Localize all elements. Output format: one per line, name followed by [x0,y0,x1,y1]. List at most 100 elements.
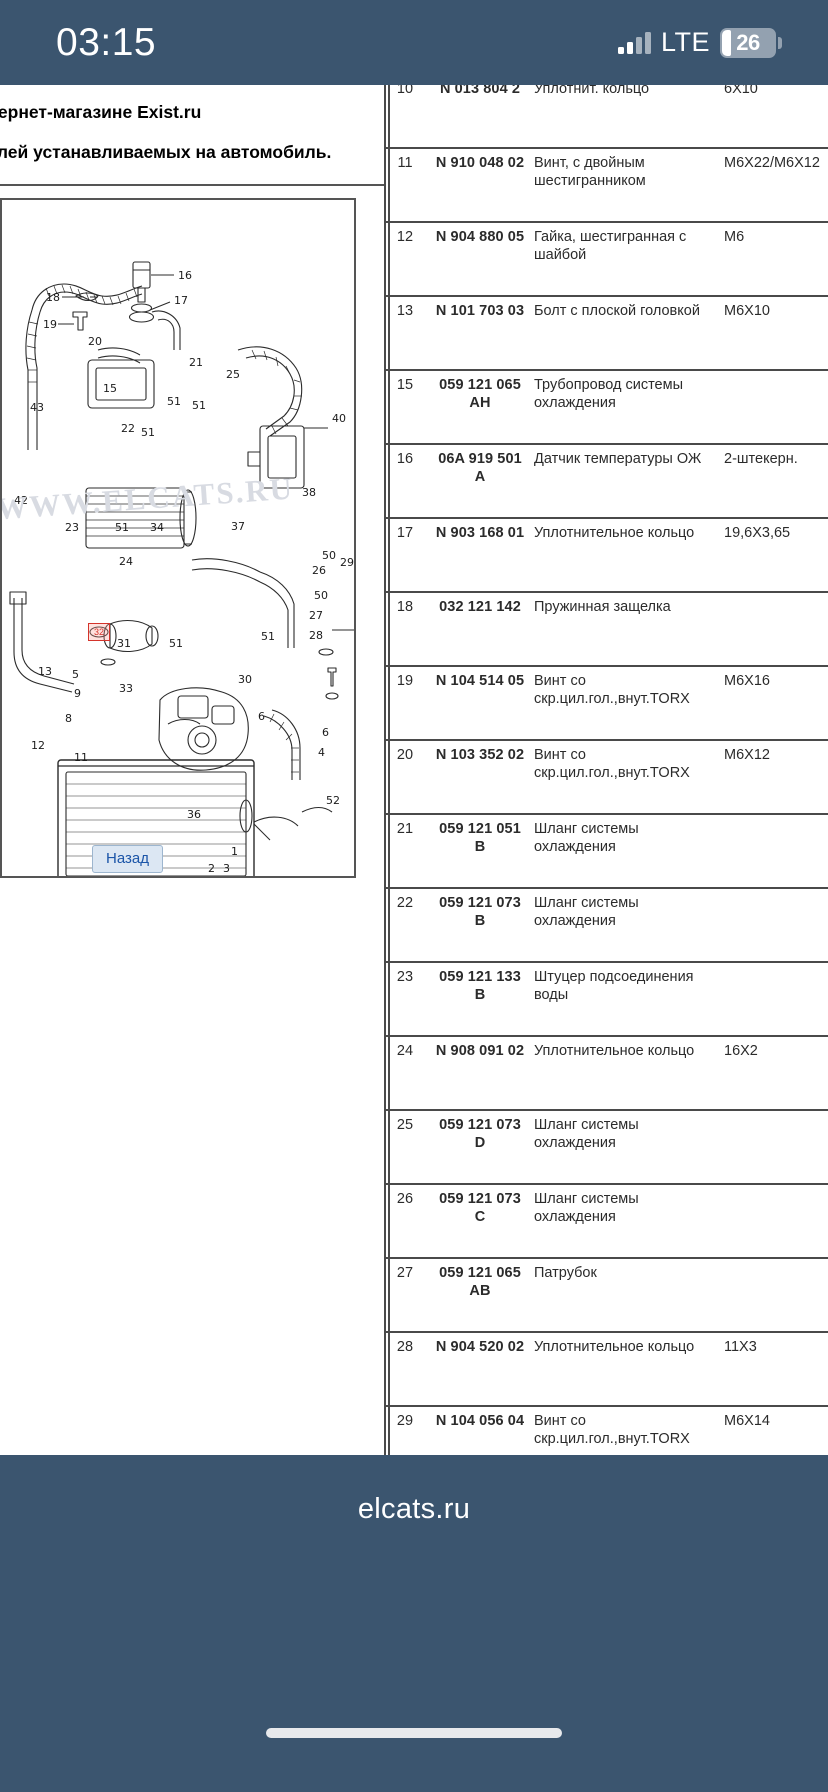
svg-text:37: 37 [231,520,245,533]
cell-description: Уплотнительное кольцо [534,517,724,592]
svg-text:50: 50 [322,549,336,562]
cell-description: Винт, с двойным шестигранником [534,147,724,222]
svg-text:13: 13 [38,665,52,678]
svg-text:23: 23 [65,521,79,534]
description-line: Шланг системы охлаждения [534,821,639,856]
cell-part-number-suffix: D [474,1135,486,1152]
cell-spec [724,1109,828,1184]
cell-position: 16 [384,443,426,518]
battery-icon: 26 [720,27,782,58]
svg-text:43: 43 [30,401,44,414]
status-clock: 03:15 [56,20,157,64]
cell-description: Шланг системы охлаждения [534,1109,724,1184]
description-line: Патрубок [534,1265,597,1281]
cell-position: 27 [384,1257,426,1332]
cell-position: 19 [384,665,426,740]
shop-header-line-2: деталей устанавливаемых на автомобиль. [0,142,332,163]
site-url-label[interactable]: elcats.ru [357,1493,471,1525]
description-line: Трубопровод системы [534,377,684,393]
svg-text:11: 11 [74,751,88,764]
cell-part-number[interactable]: N 904 520 02 [426,1331,534,1406]
cell-part-number[interactable]: N 908 091 02 [426,1035,534,1110]
cell-part-number[interactable]: N 013 804 2 [426,85,534,148]
back-button[interactable]: Назад [92,845,163,873]
cell-spec: 6X10 [724,85,828,148]
svg-text:51: 51 [115,521,129,534]
description-line: Шланг системы охлаждения [534,1117,639,1152]
cell-part-number[interactable]: N 104 056 04 [426,1405,534,1455]
cell-spec [724,1183,828,1258]
svg-text:27: 27 [309,609,323,622]
cell-spec: 11X3 [724,1331,828,1406]
description-line: шестигранником [534,173,646,190]
cell-spec: M6X12 [724,739,828,814]
cell-part-number-suffix: C [474,1209,486,1226]
cell-part-number-suffix: AB [469,1283,491,1300]
cell-description: Шланг системы охлаждения [534,813,724,888]
svg-text:21: 21 [189,356,203,369]
description-line: Уплотнительное кольцо [534,1043,695,1059]
cell-part-number[interactable]: 032 121 142 [426,591,534,666]
description-line: Гайка, шестигранная с [534,229,687,245]
header-divider [0,183,384,186]
cell-part-number[interactable]: N 101 703 03 [426,295,534,370]
cell-part-number[interactable]: N 910 048 02 [426,147,534,222]
cell-position: 25 [384,1109,426,1184]
cell-spec [724,591,828,666]
svg-text:1: 1 [231,845,238,858]
cell-part-number[interactable]: N 103 352 02 [426,739,534,814]
cell-part-number[interactable]: N 903 168 01 [426,517,534,592]
cell-position: 12 [384,221,426,296]
status-bar: 03:15 LTE 26 [0,0,828,85]
diagram-highlight-marker[interactable]: 32 [88,622,110,641]
cell-spec [724,887,828,962]
cell-position: 10 [384,85,426,148]
description-line: Уплотнительное кольцо [534,1339,695,1355]
description-line: Винт, с двойным [534,155,645,171]
diagram-highlight-label: 32 [93,626,104,637]
description-line: скр.цил.гол.,внут.TORX [534,691,690,708]
home-indicator[interactable] [266,1728,562,1738]
parts-diagram[interactable]: 16 18 17 19 20 15 21 25 40 51 51 51 22 4… [0,197,356,878]
cell-spec: 2-штекерн. [724,443,828,518]
svg-text:31: 31 [117,637,131,650]
shop-header-line-1: интернет-магазине Exist.ru [0,102,202,122]
cell-description: Пружинная защелка [534,591,724,666]
svg-text:51: 51 [141,426,155,439]
cell-part-number[interactable]: N 104 514 05 [426,665,534,740]
page-scroll-area[interactable]: интернет-магазине Exist.ru деталей устан… [0,85,828,1455]
cell-description: Болт с плоской головкой [534,295,724,370]
cell-part-number[interactable]: N 904 880 05 [426,221,534,296]
cell-description: Уплотнительное кольцо [534,1035,724,1110]
svg-text:8: 8 [65,712,72,725]
cell-position: 13 [384,295,426,370]
